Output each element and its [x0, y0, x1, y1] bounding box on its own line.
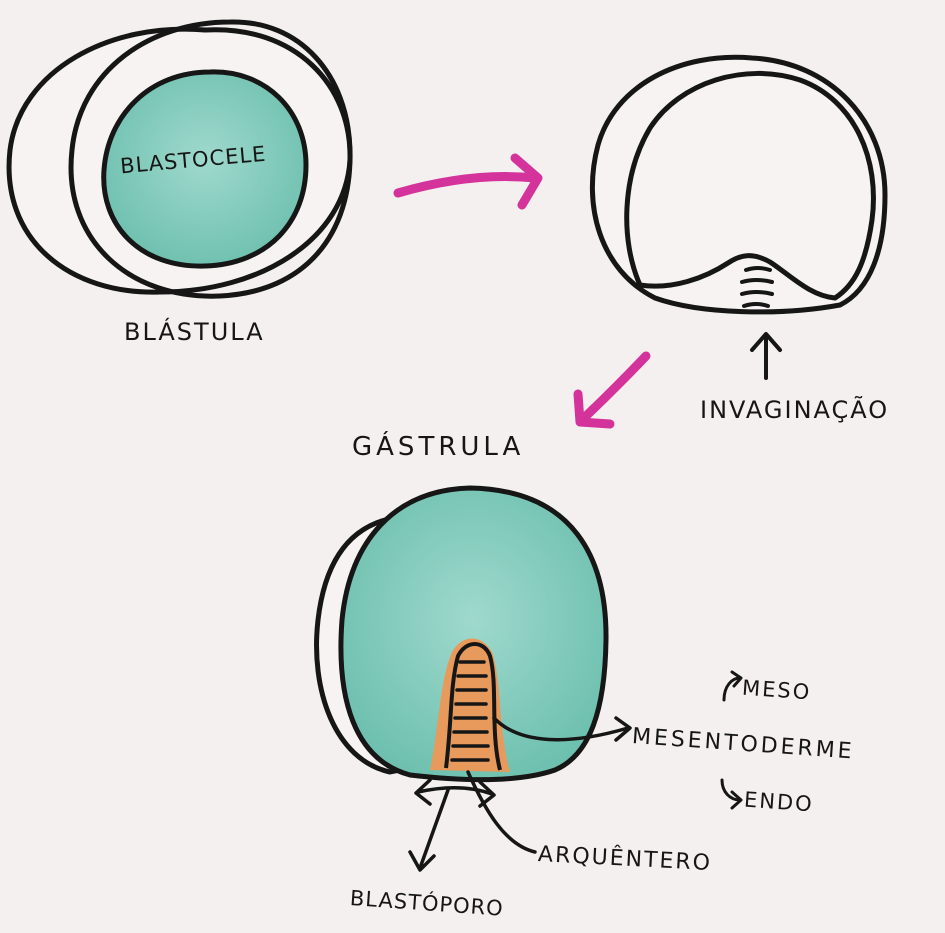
meso-arrow: [724, 672, 741, 700]
invagination-drawing: [592, 57, 885, 378]
label-blastula: BLÁSTULA: [124, 320, 265, 344]
invagination-pointer-arrow: [752, 334, 780, 378]
magenta-arrow-right: [398, 158, 538, 205]
label-gastrula: GÁSTRULA: [352, 434, 524, 460]
gastrula-drawing: [317, 488, 741, 870]
label-meso: MESO: [741, 678, 812, 704]
label-invaginacao: INVAGINAÇÃO: [700, 398, 889, 422]
label-endo: ENDO: [743, 790, 814, 816]
arquentero-pointer-line: [468, 772, 535, 852]
endo-arrow: [722, 780, 741, 808]
magenta-arrow-down: [578, 356, 646, 424]
